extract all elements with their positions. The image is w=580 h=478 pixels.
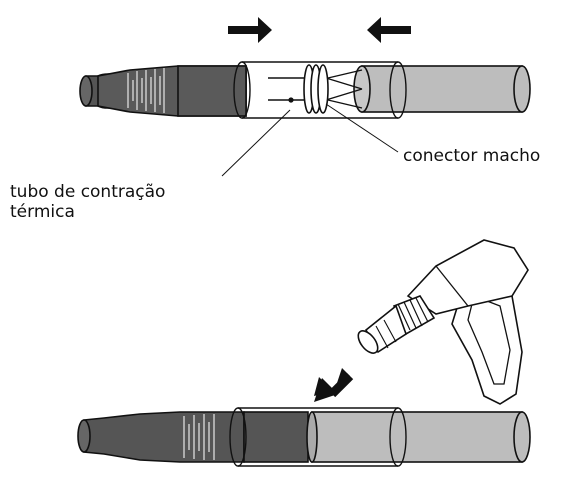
leader-lines (221, 103, 399, 177)
heat-shrink-tube-bottom (229, 407, 407, 467)
tube-label-line-1: tubo de contração (10, 182, 166, 202)
tube-label-line-2: térmica (10, 202, 75, 222)
left-dark-cable-top (79, 65, 247, 117)
left-dark-cable-bottom (77, 411, 309, 463)
heat-shrink-tube-top (233, 61, 407, 119)
connector-pins (268, 69, 363, 109)
connector-rings (303, 64, 329, 114)
right-light-cable-top (353, 65, 531, 113)
bottom-assembly (77, 407, 531, 467)
arrow-left-icon (367, 17, 411, 43)
arrow-down-left-icon (314, 368, 354, 402)
top-assembly (79, 61, 531, 119)
strain-relief-ridges-bottom (183, 414, 215, 460)
strain-relief-ridges (127, 68, 165, 113)
arrow-right-icon (228, 17, 272, 43)
heat-gun-icon (357, 239, 529, 405)
connector-label: conector macho (403, 146, 541, 166)
right-light-cable-bottom (306, 411, 531, 463)
tube-leader-line (221, 109, 291, 177)
connector-leader-line (325, 103, 399, 153)
